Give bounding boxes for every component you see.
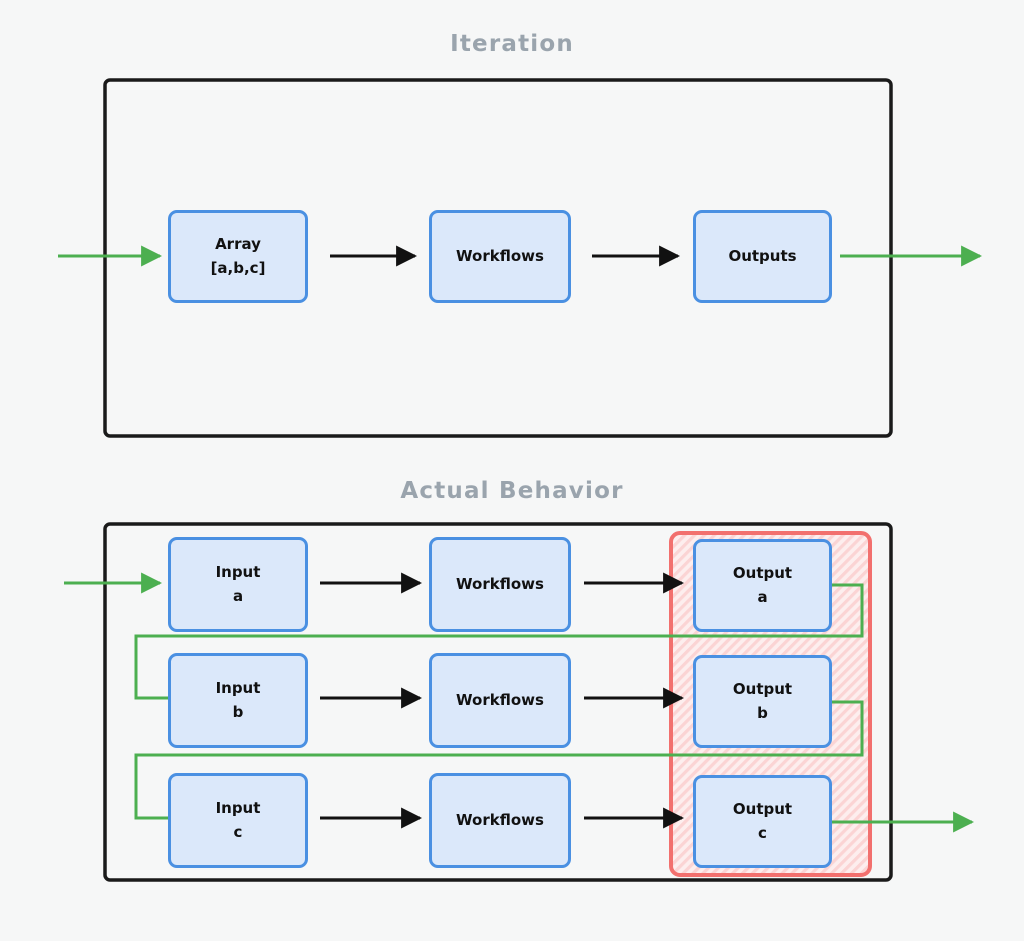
node-output-a[interactable]: Output a <box>693 539 832 632</box>
iteration-container <box>103 78 893 438</box>
section-title-actual-behavior: Actual Behavior <box>400 478 624 504</box>
node-input-c-line1: Input <box>215 799 261 818</box>
node-workflows-a-label: Workflows <box>456 574 544 593</box>
node-workflows-b-label: Workflows <box>456 690 544 709</box>
loop-output-a-to-input-b <box>134 583 864 700</box>
node-input-c-line2: c <box>233 822 243 841</box>
node-workflows-c[interactable]: Workflows <box>429 773 571 868</box>
node-input-b-line2: b <box>232 702 244 721</box>
node-workflows-iteration[interactable]: Workflows <box>429 210 571 303</box>
node-array-line1: Array <box>215 235 261 254</box>
node-output-c[interactable]: Output c <box>693 775 832 868</box>
node-output-a-line1: Output <box>732 564 793 583</box>
node-workflows-a[interactable]: Workflows <box>429 537 571 632</box>
node-output-a-line2: a <box>757 587 768 606</box>
node-output-c-line2: c <box>758 823 767 842</box>
loop-output-b-to-input-c <box>134 700 864 820</box>
node-output-b-line1: Output <box>732 680 793 699</box>
section-title-iteration: Iteration <box>450 31 574 57</box>
actual-behavior-container <box>103 522 893 882</box>
node-workflows-iteration-label: Workflows <box>456 246 544 265</box>
node-input-c[interactable]: Input c <box>168 773 308 868</box>
node-output-b[interactable]: Output b <box>693 655 832 748</box>
node-workflows-c-label: Workflows <box>456 810 544 829</box>
node-workflows-b[interactable]: Workflows <box>429 653 571 748</box>
node-array[interactable]: Array [a,b,c] <box>168 210 308 303</box>
node-array-line2: [a,b,c] <box>210 258 266 277</box>
node-output-b-line2: b <box>757 703 768 722</box>
node-output-c-line1: Output <box>732 800 793 819</box>
node-input-b-line1: Input <box>215 679 261 698</box>
node-input-a-line1: Input <box>215 563 261 582</box>
node-input-b[interactable]: Input b <box>168 653 308 748</box>
node-input-a-line2: a <box>232 586 244 605</box>
node-input-a[interactable]: Input a <box>168 537 308 632</box>
node-outputs-iteration-label: Outputs <box>728 246 797 265</box>
node-outputs-iteration[interactable]: Outputs <box>693 210 832 303</box>
